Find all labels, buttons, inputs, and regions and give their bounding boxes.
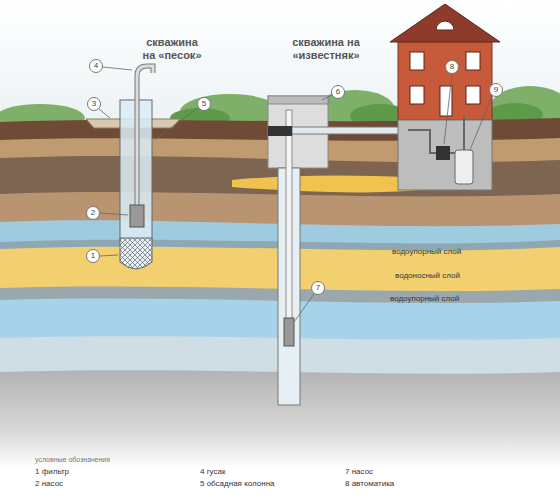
callout-number: 3	[92, 100, 96, 108]
well-title: скважина на «известняк»	[280, 36, 372, 61]
legend-entry: 8 автоматика	[345, 480, 394, 489]
legend-text: 2 насос	[35, 479, 63, 488]
callout-number: 5	[202, 100, 206, 108]
callout-number: 8	[450, 63, 454, 71]
legend-text: 4 гусак	[200, 467, 225, 476]
legend-text: 7 насос	[345, 467, 373, 476]
legend-heading: условные обозначения	[35, 456, 110, 464]
legend-text: 5 обсадная колонна	[200, 479, 275, 488]
legend-entry: 5 обсадная колонна	[200, 480, 275, 489]
callout-number: 9	[494, 86, 498, 94]
callout-number: 6	[336, 88, 340, 96]
legend-entry: 2 насос	[35, 480, 63, 489]
callout-number: 4	[94, 62, 98, 70]
layer-label: водоупорный слой	[390, 294, 459, 303]
layer-label: водоносный слой	[395, 271, 460, 280]
callout-number: 7	[316, 284, 320, 292]
callout-number: 1	[91, 252, 95, 260]
callout-number: 2	[91, 209, 95, 217]
layer-label: водоупорный слой	[392, 247, 461, 256]
legend-entry: 1 фильтр	[35, 468, 69, 477]
legend-entry: 4 гусак	[200, 468, 225, 477]
legend-entry: 7 насос	[345, 468, 373, 477]
well-title: скважина на «песок»	[140, 36, 204, 61]
legend-text: 1 фильтр	[35, 467, 69, 476]
legend-text: 8 автоматика	[345, 479, 394, 488]
